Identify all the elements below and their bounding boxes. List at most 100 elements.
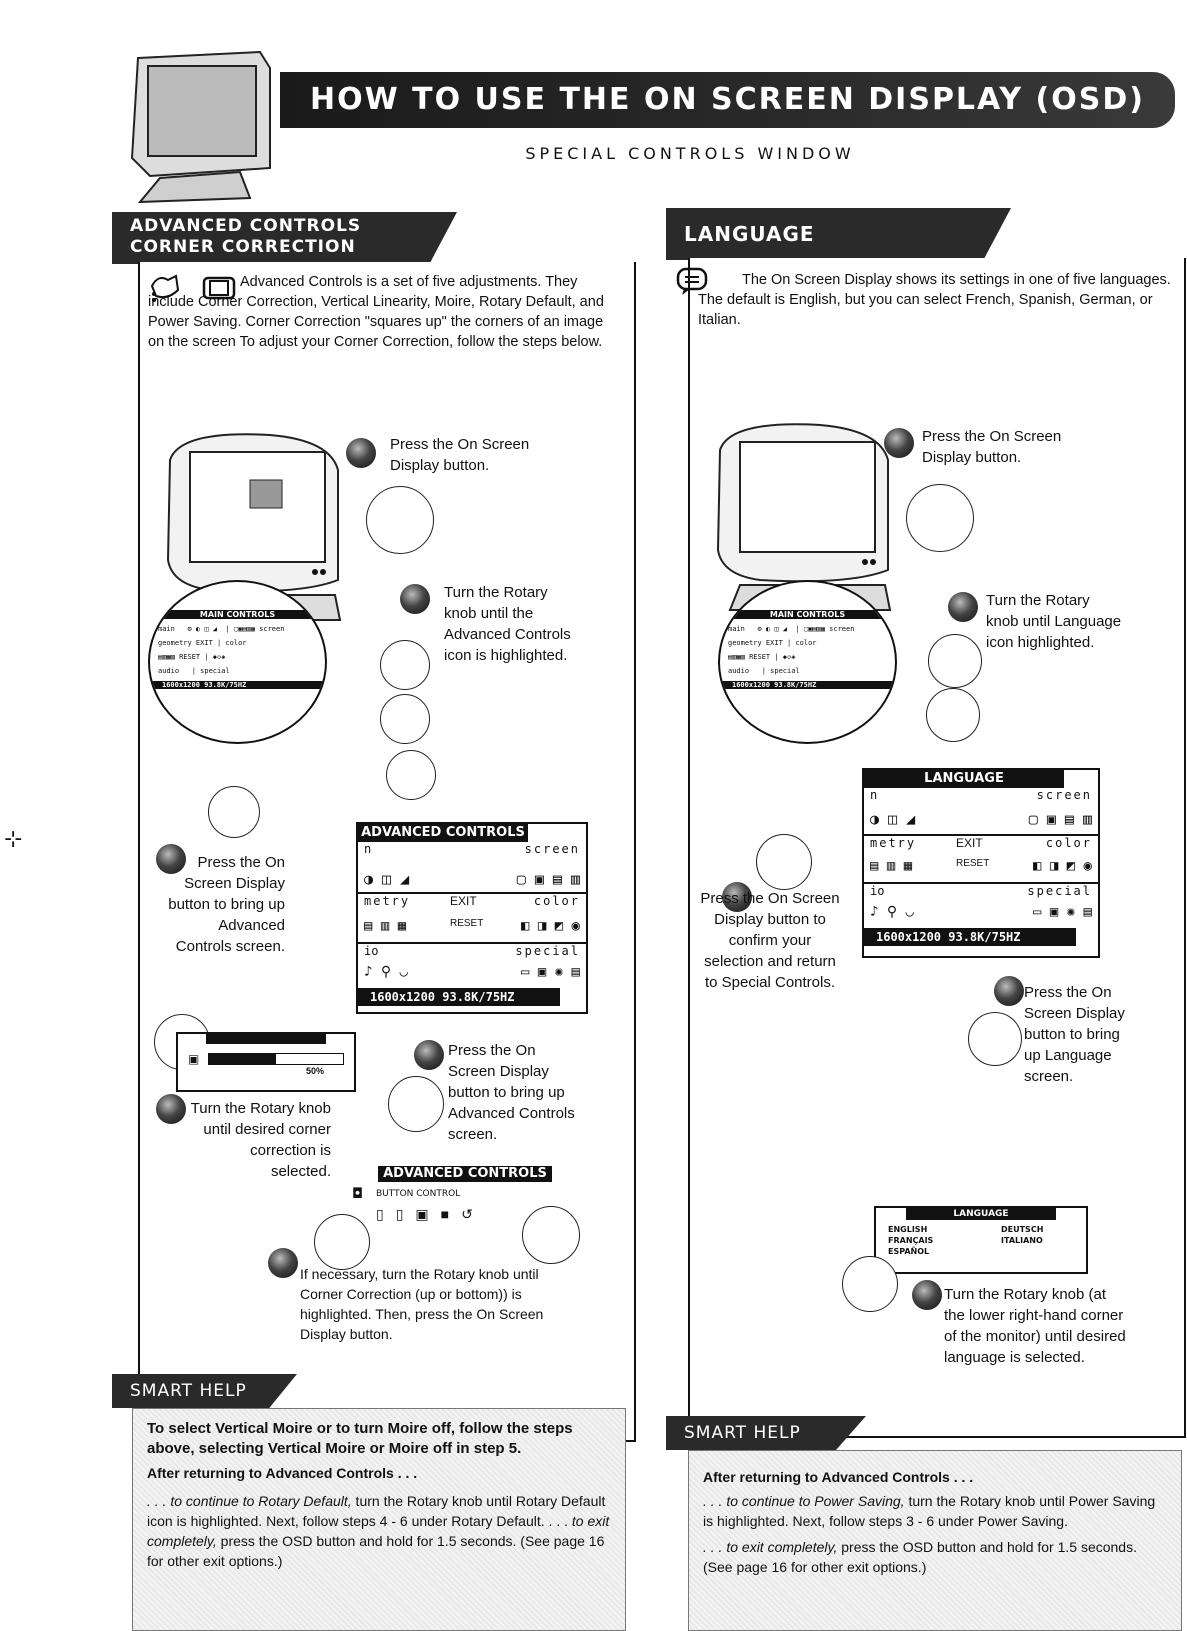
main-controls-zoom-right: MAIN CONTROLS main ⚙ ◐ ◫ ◢ | ▢▣▤▥▦ scree… [718,580,897,744]
language-options: ENGLISH FRANÇAIS ESPAÑOL DEUTSCH ITALIAN… [876,1220,1086,1261]
adv-osd-icons-right-3: ▭ ▣ ✺ ▤ [520,964,580,980]
rotary-knob-icon-3 [386,750,436,800]
adv-osd-color: color [533,894,580,908]
lang-step-5-text: Turn the Rotary knob (at the lower right… [944,1286,1126,1366]
step-4-text: Turn the Rotary knob until desired corne… [190,1100,331,1180]
section-tab-line2: Corner Correction [130,237,356,257]
lang-osd-exit: EXIT [956,836,983,850]
adv-osd-row-3: io special [358,942,586,964]
lang-osd-icons-left-1: ◑ ◫ ◢ [870,810,916,828]
lang-step-2-text: Turn the Rotary knob until Language icon… [986,592,1122,651]
smart-help-right-line1: After returning to Advanced Controls . .… [703,1469,974,1485]
smart-help-left-line3-end: press the OSD button and hold for 1.5 se… [147,1533,605,1569]
corner-correction-bar-fill [209,1054,276,1064]
lang-osd-row-1: n screen [864,788,1098,810]
main-controls-grid-right: main ⚙ ◐ ◫ ◢ | ▢▣▤▥▦ screen geometry EXI… [720,619,895,681]
osd-button-icon-r2 [968,1012,1022,1066]
lang-step-3-bullet [722,882,752,912]
smart-help-right-paragraph-2: . . . to exit completely, press the OSD … [703,1537,1167,1577]
language-option-italiano[interactable]: ITALIANO [1001,1236,1043,1245]
section-tab-line1: Advanced Controls [130,216,362,236]
osd-button-icon-r1 [756,834,812,890]
corner-correction-bar-value: 50% [305,1066,324,1076]
lang-osd-icons-right-2: ◧ ◨ ◩ ◉ [1032,858,1092,874]
lang-osd-reset: RESET [956,858,990,869]
rotary-knob-zoom [366,486,434,554]
step-5-bullet [414,1040,444,1070]
lang-osd-row-3: io special [864,882,1098,904]
lang-osd-color: color [1045,836,1092,850]
advanced-controls-intro: Advanced Controls is a set of five adjus… [148,274,604,350]
smart-help-left-line2: After returning to Advanced Controls . .… [147,1465,418,1481]
lang-osd-icons-right-3: ▭ ▣ ✺ ▤ [1032,904,1092,920]
lang-osd-footer: 1600x1200 93.8K/75HZ [864,928,1076,946]
main-controls-footer: 1600x1200 93.8K/75HZ [150,681,325,689]
page-subtitle: Special Controls window [525,144,855,163]
button-control-panel: ADVANCED CONTROLS ◘ BUTTON CONTROL ▯▯▣■↺ [344,1166,552,1234]
adv-osd-icons-3: ♪ ⚲ ◡ ▭ ▣ ✺ ▤ [358,964,586,988]
main-controls-grid: main ⚙ ◐ ◫ ◢ | ▢▣▤▥▦ screen geometry EXI… [150,619,325,681]
adv-osd-footer: 1600x1200 93.8K/75HZ [358,988,560,1006]
language-option-english[interactable]: ENGLISH [888,1225,928,1234]
rotary-knob-icon-2 [380,694,430,744]
corner-correction-bar [208,1053,344,1065]
lang-osd-r1-right: screen [1036,788,1092,802]
lang-step-1-text: Press the On Screen Display button. [922,428,1062,466]
language-option-francais[interactable]: FRANÇAIS [888,1236,934,1245]
adv-osd-row-2: metry EXIT color [358,892,586,918]
rotary-knob-icon-r3 [842,1256,898,1312]
smart-help-right-paragraph-1: . . . to continue to Power Saving, turn … [703,1491,1167,1531]
language-option-espanol[interactable]: ESPAÑOL [888,1247,930,1256]
lang-osd-icons-1: ◑ ◫ ◢ ▢ ▣ ▤ ▥ [864,810,1098,834]
adv-osd-r3-left: io [364,944,379,958]
step-3-bullet [156,844,186,874]
step-6-text: If necessary, turn the Rotary knob until… [300,1266,544,1342]
advanced-controls-osd-title: ADVANCED CONTROLS [358,824,528,842]
language-osd-title: LANGUAGE [864,770,1064,788]
lang-osd-r1-left: n [870,788,878,802]
smart-help-right-line2: turn the Rotary knob until Power Saving … [703,1493,1156,1529]
osd-button-icon-1 [208,786,260,838]
step-5-text: Press the On Screen Display button to br… [448,1042,575,1143]
lang-osd-icons-right-1: ▢ ▣ ▤ ▥ [1028,810,1092,828]
crosshair-mark: ⊹ [4,826,23,851]
main-controls-right-row-4: audio | special [728,667,800,675]
page-title: How to Use the On Screen Display (OSD) [280,72,1175,128]
main-controls-row-1: main ⚙ ◐ ◫ ◢ | ▢▣▤▥▦ screen [158,625,285,633]
lang-osd-icons-3: ♪ ⚲ ◡ ▭ ▣ ✺ ▤ [864,904,1098,928]
adv-osd-icons-right-1: ▢ ▣ ▤ ▥ [516,870,580,888]
advanced-controls-icons [148,272,240,302]
hand-icon [150,274,180,302]
rotary-knob-icon-5 [314,1214,370,1270]
section-tab-language: Language [666,208,1011,260]
step-2-text: Turn the Rotary knob until the Advanced … [444,584,571,664]
lang-step-4-bullet [994,976,1024,1006]
adv-osd-icons-left-1: ◑ ◫ ◢ [364,870,410,888]
step-1-text: Press the On Screen Display button. [390,436,530,474]
lang-osd-icons-left-3: ♪ ⚲ ◡ [870,904,914,920]
main-controls-right-row-1: main ⚙ ◐ ◫ ◢ | ▢▣▤▥▦ screen [728,625,855,633]
monitor-illustration [120,48,280,204]
smart-help-tab-left: Smart Help [112,1374,297,1408]
adv-osd-special: special [515,944,580,958]
language-option-deutsch[interactable]: DEUTSCH [1001,1225,1044,1234]
language-selection-panel: LANGUAGE ENGLISH FRANÇAIS ESPAÑOL DEUTSC… [874,1206,1088,1274]
button-control-row: ◘ BUTTON CONTROL [344,1182,552,1206]
bar-panel-title [206,1034,326,1044]
lang-step-3-text: Press the On Screen Display button to co… [700,890,840,991]
lang-step-1-bullet [884,428,914,458]
lang-osd-icons-2: ▤ ▥ ▦ RESET ◧ ◨ ◩ ◉ [864,858,1098,882]
rotary-knob-icon-r1 [928,634,982,688]
language-options-right: DEUTSCH ITALIANO [961,1224,1074,1257]
language-osd: LANGUAGE n screen ◑ ◫ ◢ ▢ ▣ ▤ ▥ metry EX… [862,768,1100,958]
bar-row: ▣ [178,1044,354,1066]
main-controls-row-2: geometry EXIT | color [158,639,247,647]
adv-osd-icons-2: ▤ ▥ ▦ RESET ◧ ◨ ◩ ◉ [358,918,586,942]
lang-osd-icons-left-2: ▤ ▥ ▦ [870,858,913,874]
lang-osd-r2-left: metry [870,836,917,850]
main-controls-row-3: ▤▥▦▧ RESET | ◆◇◈ [158,653,226,661]
step-3-text: Press the On Screen Display button to br… [168,854,285,955]
lang-osd-r3-left: io [870,884,885,898]
osd-button-icon-3 [522,1206,580,1264]
adv-osd-icons-1: ◑ ◫ ◢ ▢ ▣ ▤ ▥ [358,870,586,892]
